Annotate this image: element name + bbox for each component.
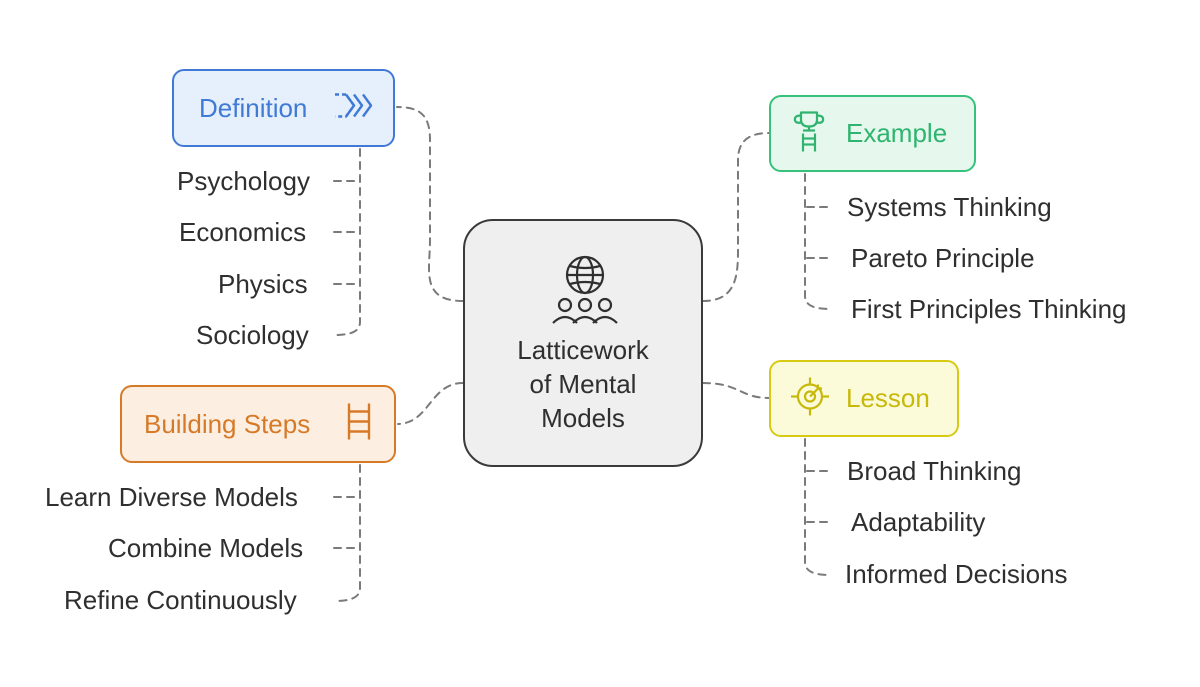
connector-definition-trunk (333, 148, 361, 336)
example-item-first-principles-thinking: First Principles Thinking (851, 294, 1127, 324)
definition-item-physics: Physics (218, 269, 308, 299)
center-title-line: Latticework (517, 335, 649, 365)
center-title: Latticework of Mental Models (465, 333, 701, 435)
example-item-systems-thinking: Systems Thinking (847, 192, 1052, 222)
connector-building-trunk (333, 464, 361, 602)
trophy-ladder-icon (789, 109, 829, 158)
lesson-item-adaptability: Adaptability (851, 507, 986, 537)
branch-lesson[interactable]: Lesson (769, 360, 959, 437)
center-icons (465, 255, 701, 335)
branch-definition-label: Definition (199, 92, 308, 123)
branch-building-steps-label: Building Steps (144, 408, 311, 439)
connector-center-building (397, 382, 464, 425)
people-group-icon (552, 297, 618, 324)
branch-example[interactable]: Example (769, 95, 976, 172)
center-node[interactable]: Latticework of Mental Models (463, 219, 703, 467)
branch-building-steps[interactable]: Building Steps (120, 385, 396, 463)
lesson-item-broad-thinking: Broad Thinking (847, 456, 1022, 486)
target-icon (789, 375, 831, 422)
definition-item-economics: Economics (179, 217, 307, 247)
building-item-refine-continuously: Refine Continuously (64, 585, 297, 615)
example-item-pareto-principle: Pareto Principle (851, 243, 1035, 273)
building-item-learn-diverse-models: Learn Diverse Models (45, 482, 298, 512)
branch-lesson-label: Lesson (846, 383, 930, 413)
chevrons-right-icon (332, 91, 378, 126)
connector-center-lesson (702, 382, 770, 399)
branch-definition[interactable]: Definition (172, 69, 395, 147)
lesson-item-informed-decisions: Informed Decisions (845, 559, 1068, 589)
ladder-icon (344, 402, 374, 447)
connector-lesson-trunk (804, 438, 832, 576)
definition-item-sociology: Sociology (196, 320, 309, 350)
building-item-combine-models: Combine Models (108, 533, 304, 563)
branch-example-label: Example (846, 118, 948, 148)
connector-center-definition (396, 106, 464, 302)
connector-center-example (702, 132, 770, 302)
definition-item-psychology: Psychology (177, 166, 310, 196)
center-title-line: Models (541, 403, 625, 433)
connector-example-trunk (804, 173, 832, 310)
globe-icon (565, 255, 605, 295)
center-title-line: of Mental (529, 369, 637, 399)
